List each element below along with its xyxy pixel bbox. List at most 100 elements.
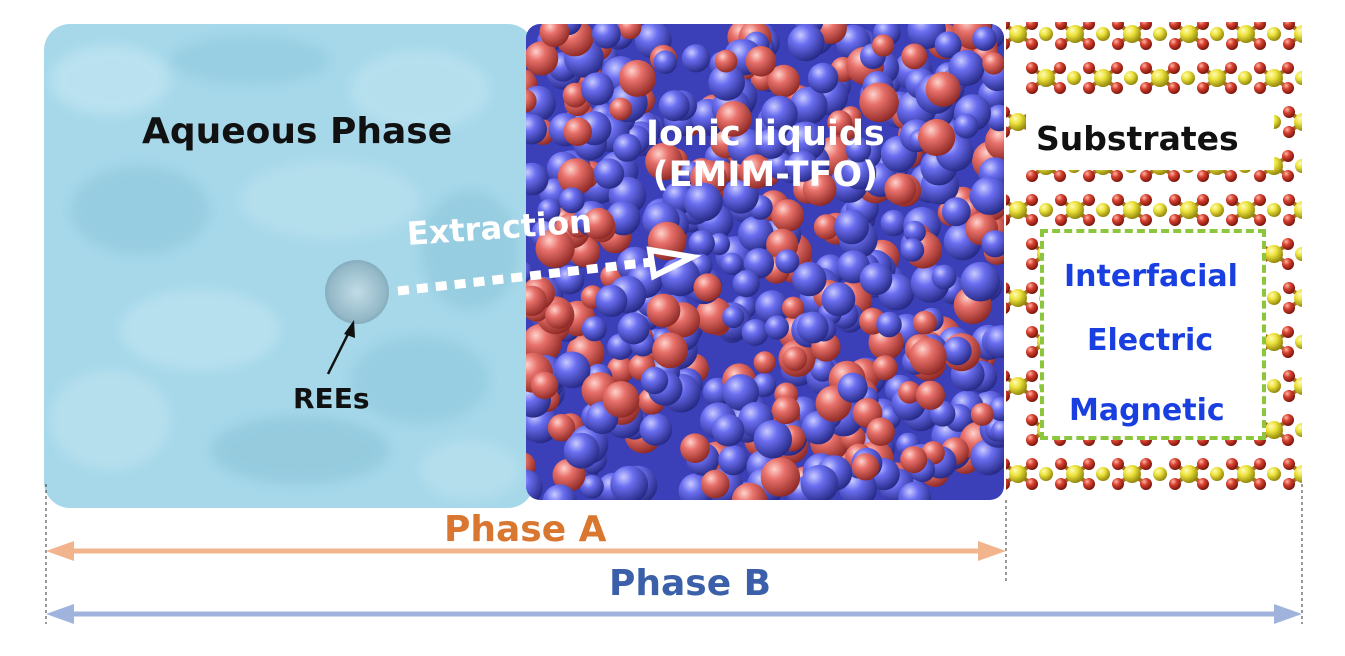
cation-atom: [898, 481, 932, 500]
substrate-atom-yellow: [1009, 25, 1027, 43]
aqueous-phase-block: [44, 24, 534, 508]
substrate-atom-red: [1282, 434, 1294, 446]
cation-atom: [755, 290, 789, 324]
cation-atom: [859, 262, 893, 296]
substrate-atom-red: [1254, 214, 1266, 226]
substrate-bond: [1317, 68, 1345, 88]
cation-atom: [722, 305, 745, 329]
cation-atom: [580, 72, 614, 106]
cation-atom: [593, 158, 625, 189]
cation-atom: [972, 26, 997, 51]
anion-atom: [901, 43, 928, 70]
anion-atom: [645, 142, 683, 181]
substrate-atom-red: [1311, 346, 1323, 358]
substrate-atom-red: [1311, 126, 1323, 138]
anion-atom: [802, 172, 837, 206]
anion-atom: [652, 332, 688, 369]
substrate-atom-red: [1140, 22, 1152, 30]
substrate-atom-red: [1283, 38, 1295, 50]
substrate-atom-yellow: [1322, 245, 1340, 263]
substrate-atom-red: [1311, 18, 1323, 30]
substrate-atom-yellow: [1265, 69, 1283, 87]
anion-atom: [530, 371, 559, 400]
substrate-atom-red: [1197, 82, 1209, 94]
substrate-atom-red: [1026, 282, 1038, 294]
substrate-atom-red: [1026, 38, 1038, 50]
ionic-liquid-atoms: [526, 24, 1004, 500]
phase-a-arrow: [46, 541, 1006, 561]
substrate-atom-red: [1226, 194, 1238, 206]
substrate-atom-yellow: [1237, 25, 1255, 43]
anion-atom: [771, 199, 804, 232]
substrate-atom-red: [1283, 194, 1295, 206]
cation-atom: [708, 64, 745, 101]
anion-atom: [609, 97, 633, 121]
cation-atom: [592, 24, 621, 49]
substrate-atom-red: [1254, 194, 1266, 206]
cation-atom: [785, 121, 826, 162]
substrate-atom-red: [1055, 38, 1067, 50]
cation-atom: [526, 162, 549, 196]
substrate-atom-yellow: [1151, 69, 1169, 87]
cation-atom: [737, 215, 774, 252]
ionic-liquids-label: Ionic liquids (EMIM-TFO): [646, 114, 885, 197]
anion-atom: [680, 433, 710, 464]
cation-atom: [796, 311, 829, 344]
substrate-atom-red: [1311, 282, 1323, 294]
anion-atom: [731, 482, 768, 500]
substrate-atom-red: [1311, 238, 1323, 250]
anion-atom: [872, 34, 895, 57]
ionic-liquids-line1: Ionic liquids: [646, 114, 885, 154]
cation-atom: [658, 90, 690, 122]
substrate-atom-red: [1026, 390, 1038, 402]
anion-atom: [970, 402, 994, 426]
anion-atom: [925, 71, 961, 107]
substrate-atom-yellow: [1123, 25, 1141, 43]
substrate-atom-yellow: [1153, 467, 1167, 481]
anion-atom: [813, 214, 840, 240]
substrate-atom-red: [1311, 62, 1323, 74]
cation-atom: [684, 182, 723, 222]
substrate-atom-yellow: [1322, 69, 1340, 87]
substrate-atom-yellow: [1009, 289, 1027, 307]
substrate-atom-red: [1006, 390, 1010, 402]
substrate-atom-yellow: [1208, 69, 1226, 87]
phase-b-label: Phase B: [609, 563, 772, 604]
substrate-atom-red: [1140, 478, 1152, 490]
substrate-atom-red: [1282, 62, 1294, 74]
substrate-atom-yellow: [1294, 377, 1302, 395]
anion-atom: [985, 122, 1004, 161]
substrate-atom-red: [1226, 38, 1238, 50]
anion-atom: [827, 110, 853, 135]
substrate-atom-red: [1254, 458, 1266, 470]
anion-atom: [526, 89, 537, 113]
substrate-atom-yellow: [1066, 465, 1084, 483]
substrate-atom-yellow: [1324, 291, 1338, 305]
substrate-atom-red: [1197, 214, 1209, 226]
substrate-atom-yellow: [1066, 25, 1084, 43]
substrate-atom-yellow: [1324, 379, 1338, 393]
substrate-atom-red: [1339, 238, 1345, 250]
cation-atom: [810, 356, 835, 382]
substrate-atom-red: [1168, 62, 1180, 74]
cation-atom: [900, 238, 925, 262]
cation-atom: [943, 336, 972, 366]
substrate-atom-yellow: [1322, 157, 1340, 175]
substrate-atom-red: [1254, 62, 1266, 74]
anion-atom: [547, 414, 576, 442]
cation-atom: [807, 62, 839, 94]
substrate-atom-yellow: [1096, 203, 1110, 217]
anion-atom: [563, 117, 592, 146]
cation-atom: [986, 104, 1004, 132]
cation-atom: [789, 86, 828, 125]
substrate-atom-red: [1197, 38, 1209, 50]
substrate-atom-red: [1282, 82, 1294, 94]
cation-atom: [610, 465, 649, 500]
cation-atom: [720, 252, 744, 275]
anion-atom: [918, 118, 956, 157]
cation-atom: [753, 420, 792, 459]
cation-atom: [970, 439, 1004, 476]
anion-atom: [582, 207, 615, 240]
substrate-atom-red: [1006, 302, 1010, 314]
substrate-atom-yellow: [1267, 291, 1281, 305]
